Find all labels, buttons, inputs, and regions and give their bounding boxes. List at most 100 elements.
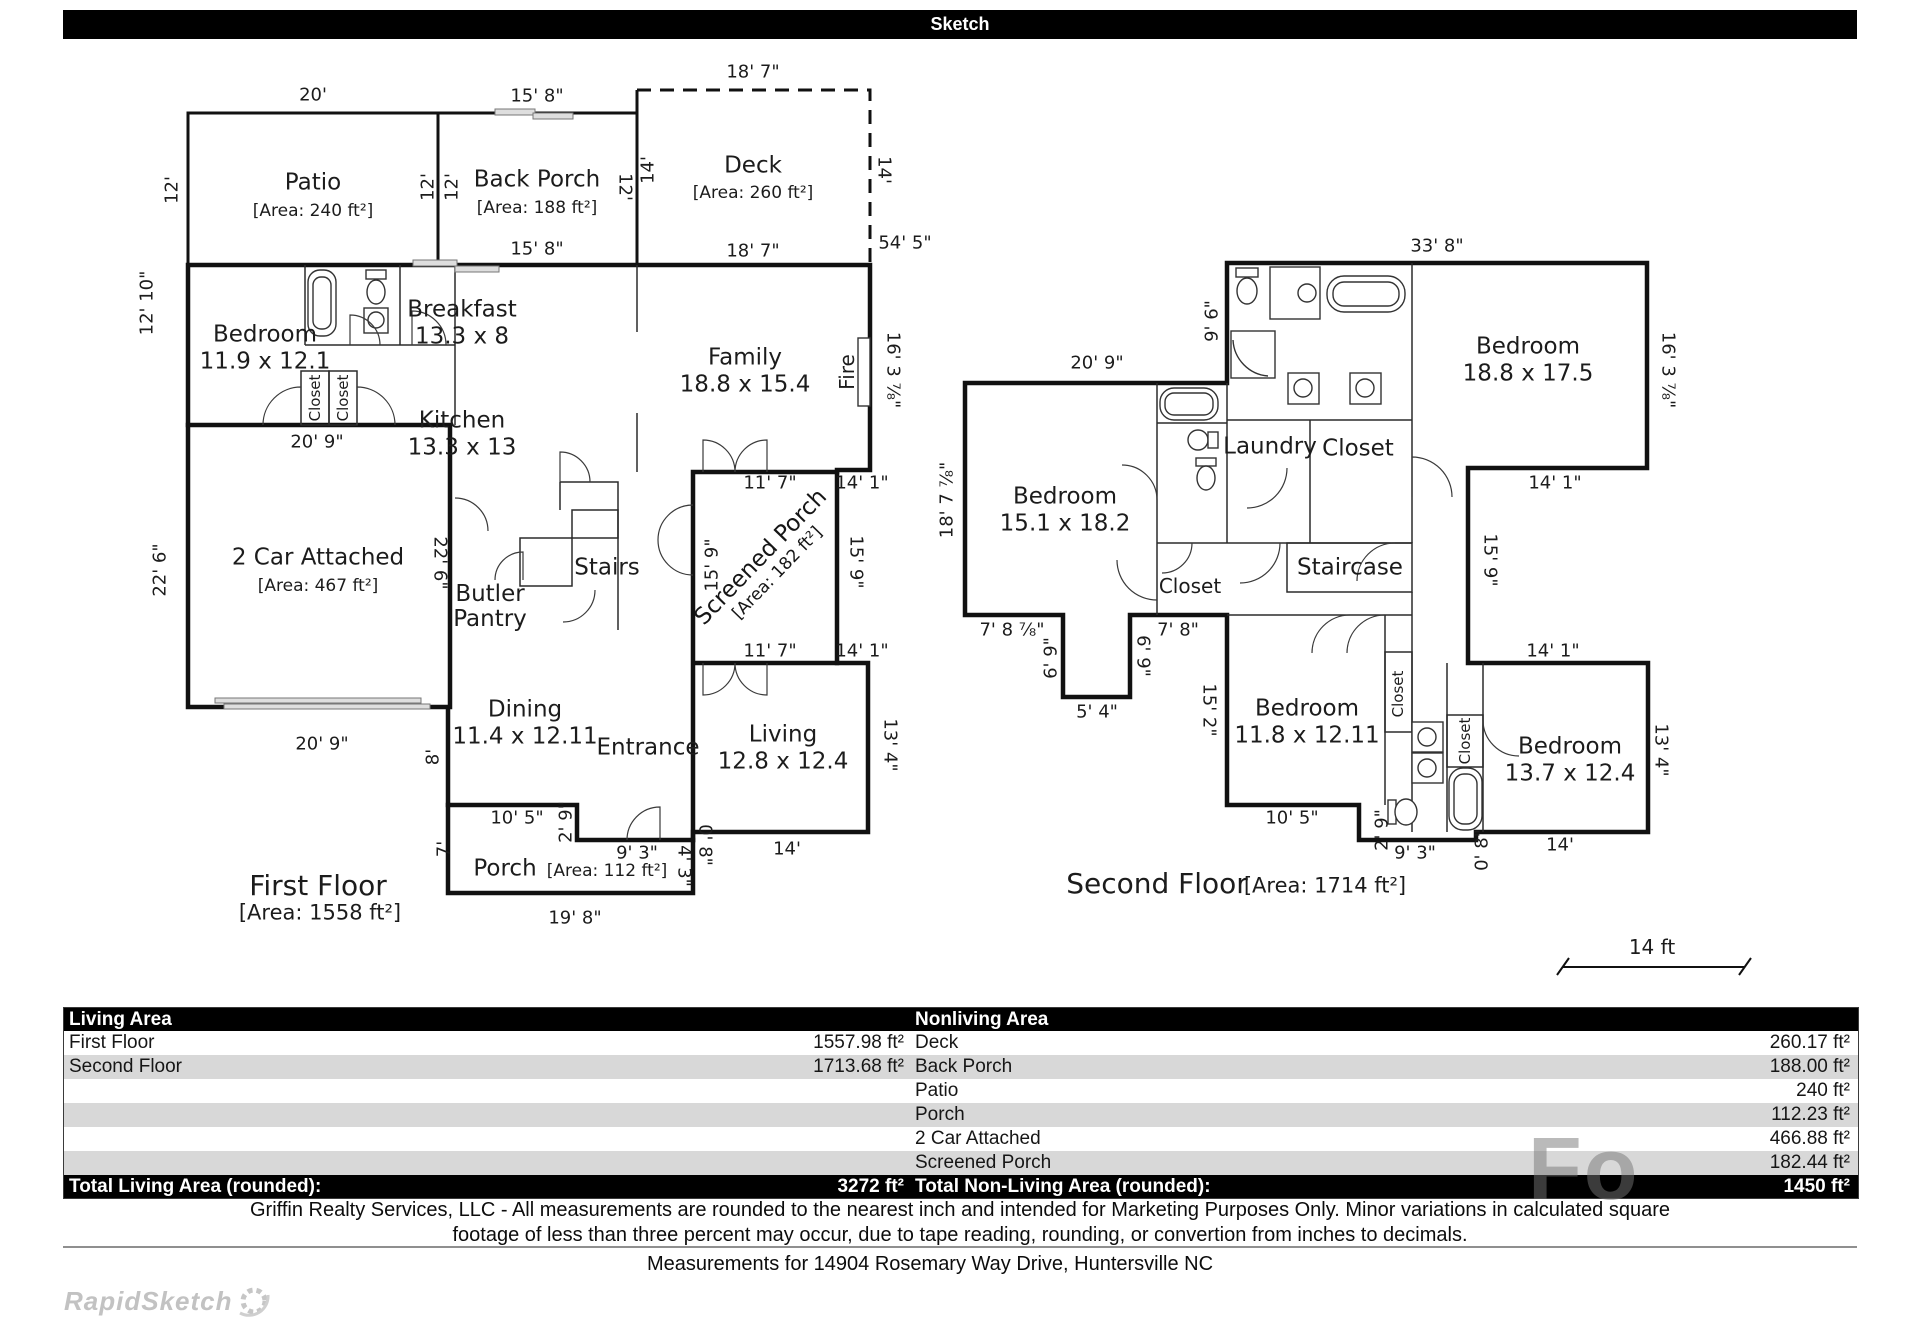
f1-dim-deck-right: 14' xyxy=(873,156,895,184)
f1-room-bedroom: Bedroom xyxy=(212,321,318,348)
f1-room-kitchen-size: 13.3 x 13 xyxy=(407,434,517,461)
first-floor-title: First Floor xyxy=(249,868,387,902)
f1-dim-living-right: 13' 4" xyxy=(879,718,901,772)
f1-room-family-size: 18.8 x 15.4 xyxy=(679,371,811,398)
table-header-row: Living Area Nonliving Area xyxy=(64,1008,1858,1031)
first-floor-sliding-doors xyxy=(214,108,574,710)
nonliving-area-header: Nonliving Area xyxy=(915,1009,1049,1030)
f1-dim-sp-bottom: 11' 7" xyxy=(743,640,797,662)
table-row: First Floor 1557.98 ft² Deck 260.17 ft² xyxy=(64,1031,1858,1055)
f1-dim-family-right: 16' 3 ⅞" xyxy=(882,331,904,409)
f2-dim-bedroom-br-right: 13' 4" xyxy=(1650,723,1672,777)
f1-room-bedroom-size: 11.9 x 12.1 xyxy=(199,348,331,375)
f1-dim-sp-right: 15' 9" xyxy=(845,535,867,589)
second-floor-fixtures xyxy=(1159,266,1483,831)
first-floor-area: [Area: 1558 ft²] xyxy=(238,900,402,925)
row-l-value: 1713.68 ft² xyxy=(813,1056,904,1077)
row-r-label: Screened Porch xyxy=(915,1152,1052,1173)
row-r-label: Deck xyxy=(915,1032,959,1053)
f2-dim-bedroom-bl-left: 15' 2" xyxy=(1198,683,1220,737)
f2-dim-top: 33' 8" xyxy=(1410,235,1464,257)
f1-dim-backporch-left: 12' xyxy=(441,173,463,201)
row-r-value: 240 ft² xyxy=(1796,1080,1850,1101)
f1-dim-backporch-width-bottom: 15' 8" xyxy=(510,238,564,260)
f2-dim-jog: 0' 8" xyxy=(1471,829,1493,871)
f2-room-bedroom-tr: Bedroom xyxy=(1475,333,1581,360)
f2-closet-vertical-2: Closet xyxy=(1455,717,1474,765)
f1-dim-porch-bottom: 19' 8" xyxy=(548,907,602,929)
f1-room-butler-pantry: Butler Pantry xyxy=(453,581,527,632)
rapidsketch-logo-text: RapidSketch xyxy=(64,1286,233,1316)
f2-room-bedroom-br-size: 13.7 x 12.4 xyxy=(1504,760,1636,787)
f1-dim-garage-left: 22' 6" xyxy=(149,543,171,597)
f2-room-staircase: Staircase xyxy=(1297,554,1403,581)
row-r-value: 182.44 ft² xyxy=(1769,1152,1850,1173)
f2-dim-notch-left: 7' 8 ⅞" xyxy=(979,619,1045,641)
f2-dim-step: 2' 9" xyxy=(1371,809,1393,851)
address-line: Measurements for 14904 Rosemary Way Driv… xyxy=(646,1253,1214,1275)
f1-dim-sp-left: 15' 9" xyxy=(701,538,723,592)
f1-dim-living-jog: 0' 8" xyxy=(694,824,716,866)
table-row: Porch 112.23 ft² xyxy=(64,1103,1858,1127)
f1-fireplace-label: Fire xyxy=(835,354,860,390)
f1-dim-porch-step: 2' 9" xyxy=(555,801,577,843)
f1-dim-living-top-right: 14' 1" xyxy=(835,640,889,662)
f2-dim-bedroom-l-left: 18' 7 ⅞" xyxy=(936,461,958,539)
f1-room-porch: Porch xyxy=(473,855,537,882)
f2-dim-bedroom-br-bottom: 14' xyxy=(1546,834,1574,856)
f2-dim-bedroom-tr-right: 16' 3 ⅞" xyxy=(1657,331,1679,409)
total-living-label: Total Living Area (rounded): xyxy=(69,1176,322,1197)
f1-room-kitchen: Kitchen xyxy=(418,407,506,434)
f1-dim-deck-width-top: 18' 7" xyxy=(726,61,780,83)
living-area-header: Living Area xyxy=(69,1009,172,1030)
rapidsketch-logo: RapidSketch xyxy=(64,1286,233,1317)
first-floor-door-arcs xyxy=(262,310,768,841)
f2-room-bedroom-br: Bedroom xyxy=(1517,733,1623,760)
f1-dim-living-bottom: 14' xyxy=(773,838,801,860)
f1-closet-label-1: Closet xyxy=(305,374,324,422)
watermark: Fo xyxy=(1528,1119,1640,1218)
f1-dim-sp-top: 11' 7" xyxy=(743,472,797,494)
first-floor-fixtures xyxy=(307,269,871,407)
f1-room-dining: Dining xyxy=(487,696,563,723)
disclaimer-line-2: footage of less than three percent may o… xyxy=(452,1224,1468,1246)
f1-dim-patio-right: 12' xyxy=(417,173,439,201)
footer-divider xyxy=(63,1246,1857,1248)
row-r-value: 260.17 ft² xyxy=(1769,1032,1850,1053)
f1-room-living: Living xyxy=(748,721,818,748)
f1-room-garage-area: [Area: 467 ft²] xyxy=(257,575,379,596)
f2-dim-step-left: 9' 6" xyxy=(1201,300,1223,342)
f1-room-breakfast: Breakfast xyxy=(407,296,517,323)
f1-dim-deck-width-bottom: 18' 7" xyxy=(726,240,780,262)
second-floor-door-arcs xyxy=(1116,456,1520,757)
f2-dim-bath-bottom: 9' 3" xyxy=(1394,842,1436,864)
f1-room-deck-area: [Area: 260 ft²] xyxy=(692,182,814,203)
title-bar: Sketch xyxy=(63,10,1857,39)
f1-room-patio: Patio xyxy=(284,169,342,196)
row-r-label: 2 Car Attached xyxy=(915,1128,1041,1149)
area-summary-table: Living Area Nonliving Area First Floor 1… xyxy=(63,1007,1859,1199)
f1-dim-overall-height: 54' 5" xyxy=(878,232,932,254)
f2-room-bedroom-l-size: 15.1 x 18.2 xyxy=(999,510,1131,537)
f2-dim-bedroom-br-top: 14' 1" xyxy=(1526,640,1580,662)
table-row: Patio 240 ft² xyxy=(64,1079,1858,1103)
scale-bar xyxy=(1556,957,1752,976)
f1-dim-porch-right: 4' 3" xyxy=(673,845,695,887)
f1-room-family: Family xyxy=(707,344,783,371)
f1-dim-deck-left: 14' xyxy=(637,156,659,184)
f2-dim-bedroom-tr-bottom: 14' 1" xyxy=(1528,472,1582,494)
table-total-row: Total Living Area (rounded): 3272 ft² To… xyxy=(64,1175,1858,1198)
f1-dim-dining-left: 8' xyxy=(422,748,444,766)
f1-room-garage: 2 Car Attached xyxy=(231,544,405,571)
row-l-label: First Floor xyxy=(69,1032,155,1053)
f2-closet-mid-label: Closet xyxy=(1158,574,1222,599)
f2-closet-top-label: Closet xyxy=(1322,435,1394,462)
total-nonliving-label: Total Non-Living Area (rounded): xyxy=(915,1176,1211,1197)
first-floor-exterior-walls xyxy=(185,262,873,896)
total-living-value: 3272 ft² xyxy=(837,1176,904,1197)
table-row: Second Floor 1713.68 ft² Back Porch 188.… xyxy=(64,1055,1858,1079)
f1-dim-garage-bottom: 20' 9" xyxy=(295,733,349,755)
f2-dim-notch-bottom: 5' 4" xyxy=(1076,701,1118,723)
